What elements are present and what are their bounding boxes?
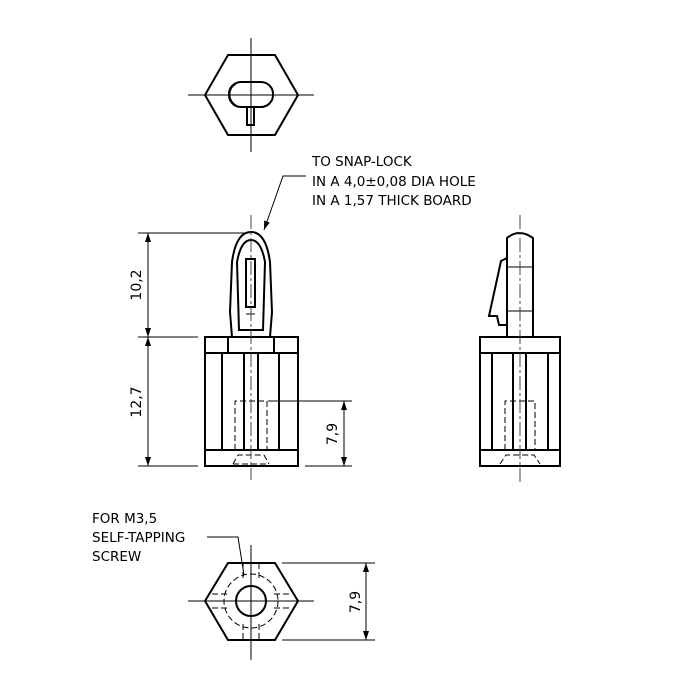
top-view [188, 38, 314, 152]
dim-hex-across-flats: 7,9 [348, 591, 364, 613]
snap-lock-note: TO SNAP-LOCK IN A 4,0±0,08 DIA HOLE IN A… [263, 154, 476, 231]
note-line: SCREW [92, 549, 141, 565]
note-line: IN A 4,0±0,08 DIA HOLE [312, 174, 476, 190]
front-view [204, 215, 352, 480]
note-line: TO SNAP-LOCK [311, 154, 413, 170]
screw-note: FOR M3,5 SELF-TAPPING SCREW [92, 511, 245, 576]
note-line: IN A 1,57 THICK BOARD [312, 193, 472, 209]
side-view [479, 215, 561, 482]
dim-snap-height: 10,2 [129, 269, 145, 300]
dim-base-height: 12,7 [129, 386, 145, 417]
note-line: SELF-TAPPING [92, 530, 185, 546]
dim-hole-depth: 7,9 [325, 423, 341, 445]
note-line: FOR M3,5 [92, 511, 157, 527]
bottom-view: 7,9 [188, 545, 375, 660]
front-dimensions: 10,2 12,7 7,9 [129, 232, 352, 467]
